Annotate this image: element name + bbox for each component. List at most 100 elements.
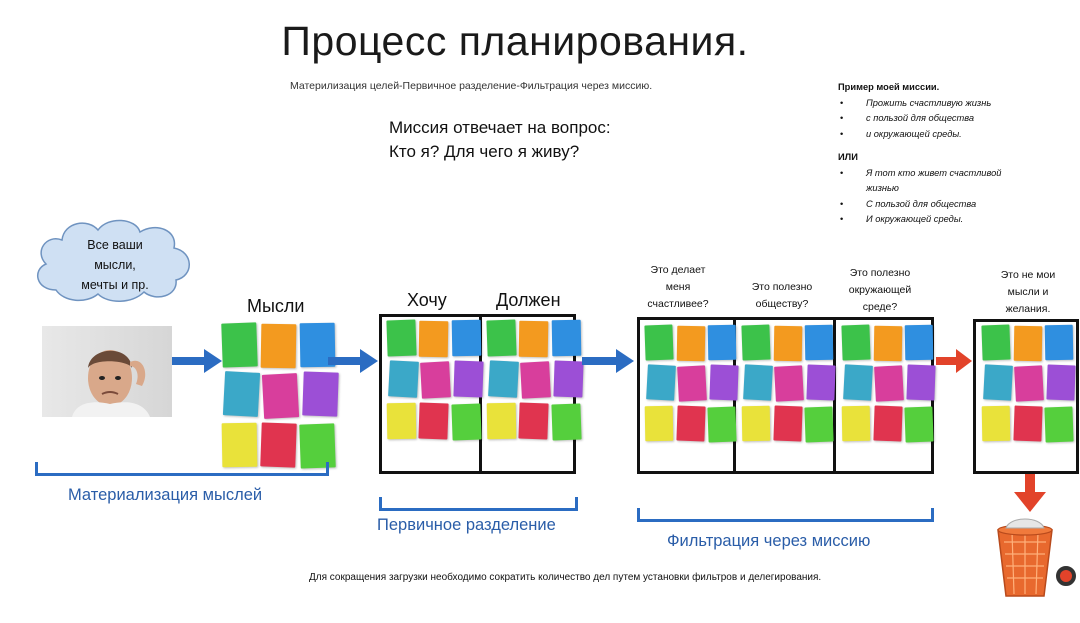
sticky-note — [676, 405, 706, 442]
arrow-right-icon — [328, 349, 378, 373]
sticky-note — [981, 405, 1011, 442]
sticky-note — [550, 403, 581, 441]
sticky-note — [906, 364, 936, 401]
sticky-note — [742, 364, 773, 402]
footer-note: Для сокращения загрузки необходимо сокра… — [309, 572, 822, 583]
mission-item: и окружающей среды. — [838, 127, 1068, 143]
label-line: Это делает — [650, 264, 706, 276]
thinking-person-image — [42, 326, 172, 417]
sticky-note — [1044, 324, 1074, 361]
sticky-note — [874, 365, 905, 402]
arrow-right-icon — [172, 349, 222, 373]
sticky-note — [773, 325, 802, 362]
sticky-note — [904, 406, 934, 443]
sticky-note — [262, 372, 300, 419]
sticky-note — [873, 405, 903, 442]
sticky-note — [806, 364, 836, 401]
bracket-primary — [379, 497, 578, 511]
sticky-note — [741, 324, 771, 361]
sticky-note — [981, 324, 1011, 361]
mission-example: Пример моей миссии. Прожить счастливую ж… — [838, 80, 1068, 228]
sticky-note — [450, 403, 481, 441]
page-subtitle: Материлизация целей-Первичное разделение… — [290, 80, 653, 92]
sticky-note — [486, 319, 517, 357]
sticky-note — [260, 323, 296, 369]
sticky-note — [518, 320, 549, 358]
label-line: обществу? — [755, 298, 809, 310]
mission-list-1: Прожить счастливую жизнь с пользой для о… — [838, 96, 1068, 143]
sticky-note — [842, 364, 873, 402]
sticky-note — [707, 406, 737, 443]
sticky-note — [1014, 365, 1045, 402]
sticky-note — [552, 360, 583, 398]
sticky-note — [1013, 325, 1042, 362]
label-line: Это не мои — [1000, 269, 1056, 281]
stage-primary: Первичное разделение — [377, 516, 556, 534]
sticky-note — [841, 405, 871, 442]
trash-bin-icon — [997, 518, 1053, 597]
sticky-note — [452, 360, 483, 398]
label-line: мысли и — [1007, 286, 1049, 298]
sticky-note — [707, 324, 737, 361]
mission-item: С пользой для общества — [838, 197, 1068, 213]
stage-filtering: Фильтрация через миссию — [667, 532, 871, 550]
sticky-note — [982, 364, 1013, 402]
stage-materialization: Материализация мыслей — [68, 486, 263, 504]
sticky-note — [418, 402, 449, 440]
sticky-note — [386, 319, 417, 357]
sticky-note — [904, 324, 934, 361]
mission-item: Я тот кто живет счастливой жизнью — [838, 166, 1036, 197]
sticky-note — [709, 364, 739, 401]
sticky-note — [841, 324, 871, 361]
sticky-note — [677, 365, 708, 402]
label-line: желания. — [1005, 303, 1051, 315]
sticky-note — [804, 324, 834, 361]
sticky-note — [221, 322, 258, 368]
sticky-note — [223, 371, 260, 417]
sticky-note — [676, 325, 705, 362]
arrow-down-red-icon — [1014, 474, 1046, 512]
label-want: Хочу — [407, 290, 447, 310]
cloud-text: Все ваши мысли, мечты и пр. — [70, 235, 160, 295]
label-society: Это полезно обществу? — [740, 279, 824, 313]
sticky-note — [1013, 405, 1043, 442]
play-badge-icon — [1054, 564, 1078, 588]
sticky-note — [1046, 364, 1076, 401]
sticky-note — [645, 364, 676, 402]
cloud-line: мысли, — [94, 258, 136, 272]
label-not-mine: Это не мои мысли и желания. — [988, 267, 1068, 318]
question-line-2: Кто я? Для чего я живу? — [389, 142, 580, 161]
sticky-note — [741, 405, 771, 442]
mission-item: с пользой для общества — [838, 111, 1068, 127]
sticky-note — [487, 360, 519, 398]
thought-cloud-icon — [36, 219, 190, 302]
sticky-note — [451, 319, 481, 357]
sticky-note — [386, 402, 416, 439]
arrow-right-red-icon — [936, 349, 972, 373]
sticky-note — [486, 402, 516, 439]
label-line: меня — [665, 281, 691, 293]
sticky-note — [420, 361, 451, 399]
label-environment: Это полезно окружающей среде? — [838, 265, 922, 316]
label-line: Это полезно — [849, 267, 911, 279]
sticky-note — [418, 320, 449, 358]
sticky-note — [260, 422, 297, 468]
sticky-note — [520, 361, 551, 399]
bracket-filtering — [637, 508, 934, 522]
cloud-line: мечты и пр. — [81, 278, 149, 292]
question-line-1: Миссия отвечает на вопрос: — [389, 118, 611, 137]
sticky-note — [873, 325, 902, 362]
arrow-right-icon — [582, 349, 634, 373]
label-line: среде? — [862, 301, 898, 313]
page-title: Процесс планирования. — [281, 18, 749, 64]
label-line: окружающей — [848, 284, 912, 296]
mission-item: И окружающей среды. — [838, 212, 1068, 228]
label-must: Должен — [496, 290, 561, 310]
sticky-note — [1044, 406, 1074, 443]
sticky-note — [387, 360, 419, 398]
label-line: счастливее? — [647, 298, 709, 310]
sticky-note — [301, 371, 338, 417]
sticky-note — [774, 365, 805, 402]
mission-question: Миссия отвечает на вопрос: Кто я? Для че… — [389, 116, 611, 164]
sticky-note — [551, 319, 581, 357]
